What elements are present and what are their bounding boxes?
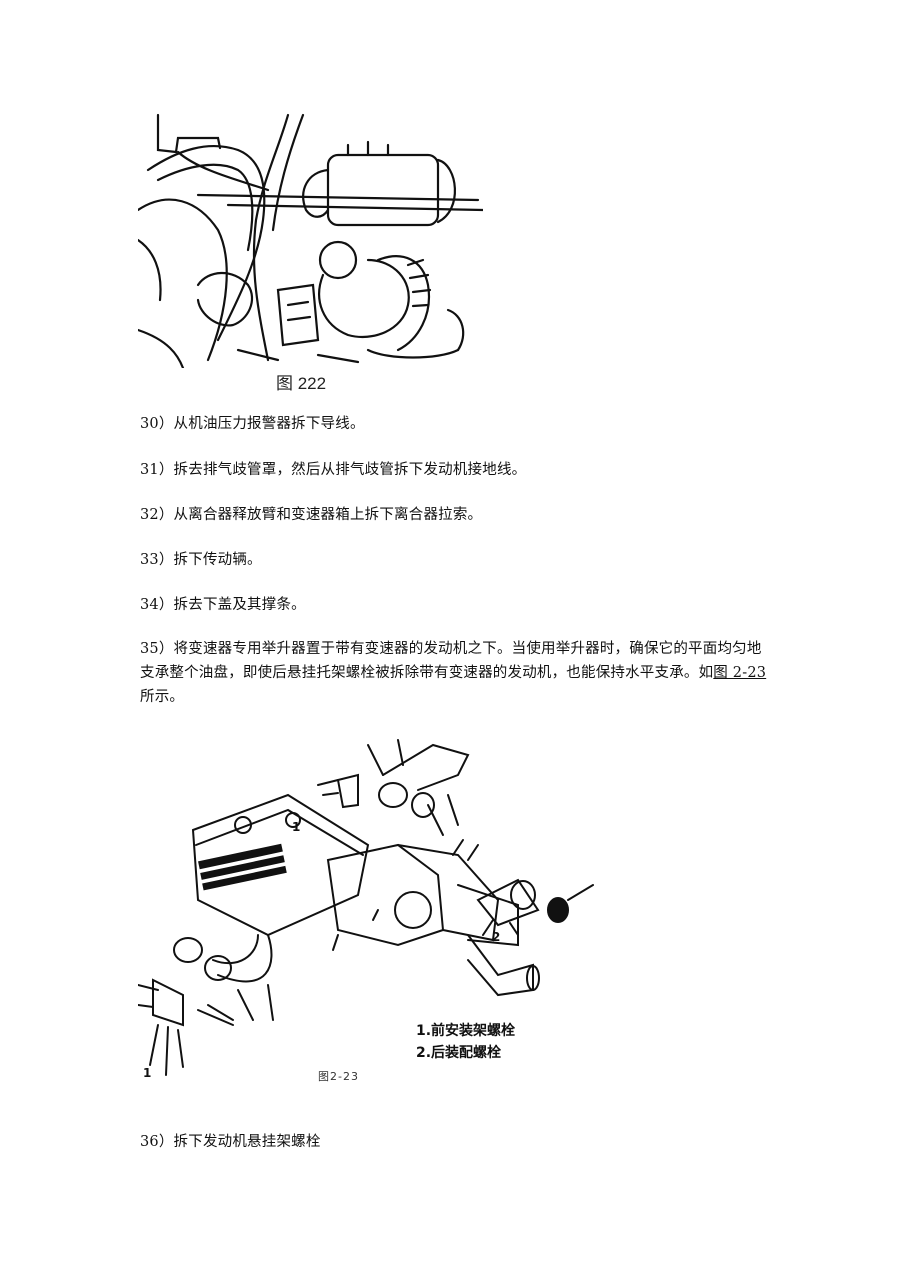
- engine-transmission-illustration: [138, 739, 594, 1076]
- step-35-tail: 所示。: [140, 689, 185, 705]
- callout-1-lower: 1: [143, 1066, 152, 1080]
- engine-illustration: [138, 113, 483, 368]
- step-35: 35）将变速器专用举升器置于带有变速器的发动机之下。当使用举升器时，确保它的平面…: [140, 637, 775, 709]
- step-34: 34）拆去下盖及其撑条。: [140, 597, 306, 613]
- step-32: 32）从离合器释放臂和变速器箱上拆下离合器拉索。: [140, 507, 483, 523]
- callout-2: 2: [492, 930, 501, 944]
- figure-caption: 图 222: [276, 374, 327, 393]
- figure-legend: 1.前安装架螺栓 2.后装配螺栓: [416, 1020, 515, 1064]
- legend-item-2: 2.后装配螺栓: [416, 1045, 502, 1061]
- callout-1-upper: 1: [292, 820, 301, 834]
- figure-caption-2: 图2-23: [318, 1070, 359, 1083]
- figure-link[interactable]: 图 2-23: [713, 665, 767, 681]
- legend-item-1: 1.前安装架螺栓: [416, 1023, 516, 1039]
- step-36: 36）拆下发动机悬挂架螺栓: [140, 1134, 321, 1150]
- step-35-text: 35）将变速器专用举升器置于带有变速器的发动机之下。当使用举升器时，确保它的平面…: [140, 641, 762, 681]
- step-31: 31）拆去排气歧管罩，然后从排气歧管拆下发动机接地线。: [140, 462, 527, 478]
- step-30: 30）从机油压力报警器拆下导线。: [140, 416, 365, 432]
- step-33: 33）拆下传动辆。: [140, 552, 262, 568]
